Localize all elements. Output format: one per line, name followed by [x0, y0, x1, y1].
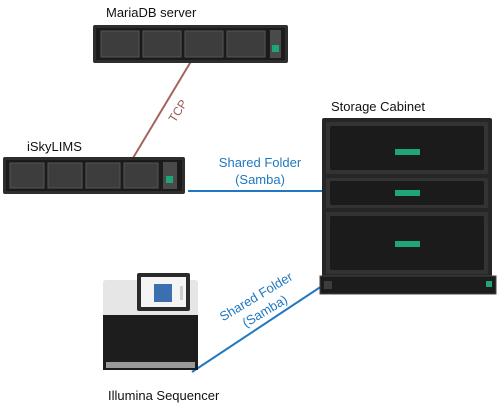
iskylims-server-icon — [3, 157, 185, 194]
mariadb-server-label: MariaDB server — [106, 5, 197, 20]
storage-cabinet-label: Storage Cabinet — [331, 99, 425, 114]
shared-folder-line-bottom — [191, 283, 326, 373]
shared-folder-top-line1: Shared Folder — [218, 155, 302, 170]
illumina-sequencer-label: Illumina Sequencer — [108, 388, 220, 403]
illumina-sequencer-icon — [103, 273, 198, 370]
storage-cabinet-icon — [319, 118, 497, 295]
iskylims-label: iSkyLIMS — [27, 139, 82, 154]
mariadb-server-icon — [93, 25, 288, 63]
tcp-connection-line — [132, 57, 194, 159]
shared-folder-top-line2: (Samba) — [235, 172, 285, 187]
shared-folder-label-top: Shared Folder (Samba) — [210, 154, 310, 188]
